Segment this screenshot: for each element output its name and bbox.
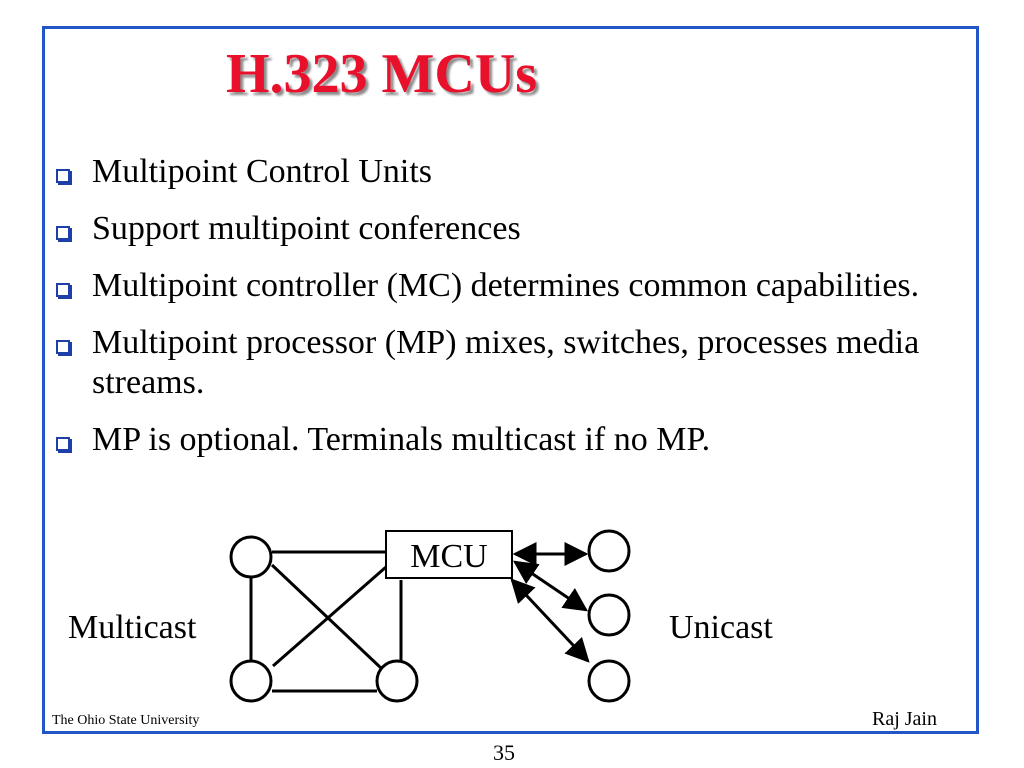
terminal-node: [229, 535, 273, 579]
square-bullet-icon: [56, 437, 70, 451]
square-bullet-icon: [56, 169, 70, 183]
footer-institution: The Ohio State University: [52, 713, 200, 728]
mcu-label: MCU: [410, 538, 487, 575]
square-bullet-icon: [56, 226, 70, 240]
page-number: 35: [493, 740, 515, 765]
bullet-text: Support multipoint conferences: [92, 210, 521, 247]
bullet-item: MP is optional. Terminals multicast if n…: [52, 420, 962, 460]
terminal-node: [375, 659, 419, 703]
bullet-list: Multipoint Control Units Support multipo…: [52, 152, 962, 477]
square-bullet-icon: [56, 283, 70, 297]
multicast-label: Multicast: [68, 609, 197, 646]
bidirectional-arrow: [513, 560, 588, 612]
bullet-item: Multipoint Control Units: [52, 152, 962, 192]
bullet-item: Support multipoint conferences: [52, 209, 962, 249]
link-line: [272, 565, 387, 668]
terminal-node: [587, 659, 631, 703]
link-line: [270, 563, 383, 670]
footer-author: Raj Jain: [872, 708, 937, 730]
terminal-node: [587, 529, 631, 573]
mcu-box: [385, 530, 513, 579]
terminal-node: [587, 593, 631, 637]
slide-title: H.323 MCUs: [226, 43, 538, 105]
bullet-item: Multipoint controller (MC) determines co…: [52, 266, 962, 306]
bullet-text: Multipoint controller (MC) determines co…: [92, 267, 920, 304]
bidirectional-arrow: [510, 578, 590, 663]
slide-frame: [42, 26, 979, 734]
terminal-node: [229, 659, 273, 703]
bullet-text: MP is optional. Terminals multicast if n…: [92, 421, 711, 458]
bullet-text: Multipoint processor (MP) mixes, switche…: [92, 324, 920, 401]
unicast-label: Unicast: [669, 609, 773, 646]
square-bullet-icon: [56, 340, 70, 354]
bullet-text: Multipoint Control Units: [92, 153, 433, 190]
bullet-item: Multipoint processor (MP) mixes, switche…: [52, 323, 962, 403]
